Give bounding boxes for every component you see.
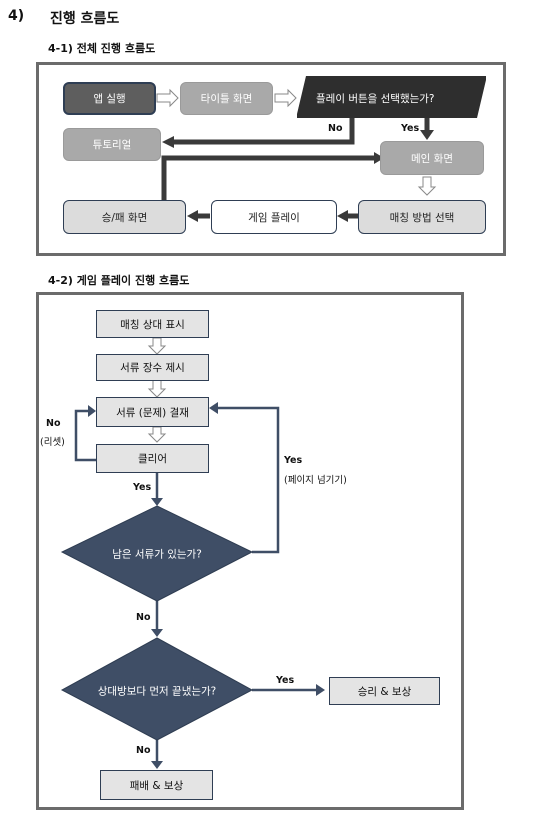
yes-clear-label: Yes	[133, 482, 152, 493]
docs-left-diamond	[60, 505, 254, 602]
no-reset-label: No	[46, 418, 61, 429]
arrow-head-diamond2	[151, 629, 163, 637]
clear-to-reset-line	[74, 409, 96, 462]
overall-flow-frame	[36, 62, 506, 256]
section-title: 진행 흐름도	[50, 11, 120, 27]
hollow-arrow-right-1	[156, 88, 179, 108]
finished-first-diamond	[60, 637, 254, 741]
hollow-arrow-down-2	[147, 337, 167, 355]
arrow-head-lose	[151, 761, 163, 769]
hollow-arrow-right-2	[274, 88, 297, 108]
arrow-head-winlose	[187, 210, 198, 222]
win-reward-box: 승리 & 보상	[329, 677, 440, 705]
play-question-shape	[297, 76, 486, 118]
main-screen-box: 메인 화면	[380, 141, 484, 175]
yes-label-1: Yes	[401, 123, 420, 134]
no-label-2: No	[136, 612, 151, 623]
no-to-tutorial-line	[174, 118, 355, 145]
arrow-head-loop	[209, 402, 218, 414]
show-docs-box: 서류 장수 제시	[96, 354, 209, 381]
finished-first-text: 상대방보다 먼저 끝냈는가?	[97, 685, 217, 698]
winlose-to-main-line	[161, 155, 374, 200]
hollow-arrow-down-1	[417, 176, 437, 196]
arrow-head-yes-main	[420, 130, 434, 140]
section-number: 4)	[8, 8, 25, 24]
tutorial-box: 튜토리얼	[63, 128, 161, 161]
docs-left-text: 남은 서류가 있는가?	[112, 548, 202, 561]
yes-label-2: Yes	[276, 675, 295, 686]
match-select-box: 매칭 방법 선택	[358, 200, 486, 234]
approve-box: 서류 (문제) 결재	[96, 397, 209, 427]
diamond1-yes-loop-line	[218, 406, 280, 554]
hollow-arrow-down-3	[147, 379, 167, 398]
arrow-head-main	[374, 152, 384, 164]
arrow-head-tutorial	[162, 136, 174, 148]
show-opponent-box: 매칭 상대 표시	[96, 310, 209, 338]
clear-box: 클리어	[96, 444, 209, 473]
arrow-head-diamond1	[151, 498, 163, 506]
next-page-label: (페이지 넘기기)	[284, 475, 347, 486]
hollow-arrow-down-4	[147, 426, 167, 443]
lose-reward-box: 패배 & 보상	[100, 770, 213, 800]
arrow-head-game	[337, 210, 348, 222]
gameplay-flow-frame	[36, 292, 464, 810]
no-label-3: No	[136, 745, 151, 756]
game-play-box: 게임 플레이	[211, 200, 337, 234]
win-lose-box: 승/패 화면	[63, 200, 186, 234]
reset-label: (리셋)	[40, 437, 65, 448]
arrow-head-win	[316, 684, 325, 696]
app-run-box: 앱 실행	[63, 82, 156, 115]
title-screen-box: 타이틀 화면	[180, 82, 273, 115]
subsection-2-title: 4-2) 게임 플레이 진행 흐름도	[48, 274, 190, 287]
no-label-1: No	[328, 123, 343, 134]
play-question-label: 플레이 버튼을 선택했는가?	[316, 93, 435, 105]
yes-loop-label: Yes	[284, 455, 303, 466]
subsection-1-title: 4-1) 전체 진행 흐름도	[48, 42, 156, 55]
arrow-head-reset	[88, 405, 96, 417]
